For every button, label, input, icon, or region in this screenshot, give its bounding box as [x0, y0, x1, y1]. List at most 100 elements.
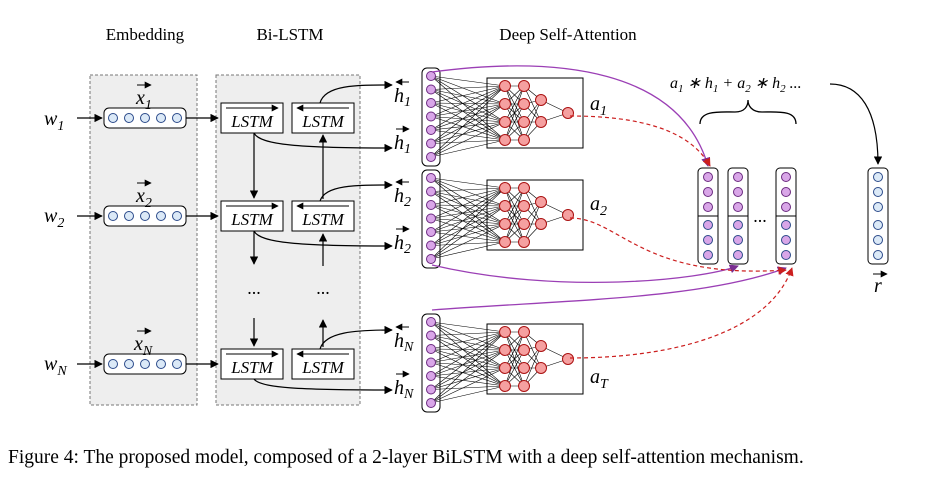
hidden-forward-1: h1	[394, 125, 411, 157]
input-w2: w2	[44, 205, 64, 231]
svg-text:LSTM: LSTM	[230, 112, 273, 131]
hidden-backward-2: h2	[394, 178, 411, 210]
attention-output-node	[562, 209, 574, 221]
attention-input-node	[426, 398, 436, 408]
vector-node	[733, 172, 743, 182]
attention-input-node	[426, 111, 436, 122]
svg-text:w1: w1	[44, 108, 64, 134]
vector-node	[873, 187, 883, 197]
attention-block-1	[421, 67, 584, 167]
vector-node	[703, 220, 713, 230]
attention-hidden-node	[518, 134, 530, 146]
weighted-ellipsis: ...	[753, 206, 767, 226]
attention-output-a2: a2	[590, 193, 607, 219]
vector-node	[873, 202, 883, 212]
embedding-node	[124, 113, 134, 123]
attention-hidden-node	[518, 116, 530, 128]
svg-text:a2: a2	[590, 193, 607, 219]
svg-text:h1: h1	[394, 132, 411, 157]
attention-hidden-node	[518, 200, 530, 212]
svg-text:LSTM: LSTM	[230, 210, 273, 229]
vector-node	[703, 187, 713, 197]
svg-text:LSTM: LSTM	[301, 112, 344, 131]
svg-text:x2: x2	[135, 185, 152, 211]
lstm-backward-1: LSTM	[291, 102, 355, 134]
svg-text:a1: a1	[590, 93, 607, 119]
vector-node	[703, 202, 713, 212]
attention-input-node	[426, 254, 436, 264]
attention-hidden-node	[499, 134, 511, 146]
attention-hidden-node	[518, 344, 530, 356]
embedding-node	[124, 359, 134, 369]
vector-node	[703, 235, 713, 245]
figure-caption: Figure 4: The proposed model, composed o…	[8, 447, 804, 468]
attention-input-node	[426, 384, 436, 395]
embedding-node	[140, 359, 150, 369]
vector-node	[733, 235, 743, 245]
embedding-node	[108, 359, 118, 369]
attention-hidden-node	[499, 326, 511, 338]
embedding-node	[140, 211, 150, 221]
vector-node	[733, 187, 743, 197]
attention-input-node	[426, 213, 436, 224]
attention-hidden-node	[499, 200, 511, 212]
vector-node	[703, 250, 713, 260]
header-embedding: Embedding	[106, 25, 185, 44]
weighted-vector-1	[697, 167, 719, 265]
attention-input-node	[426, 227, 436, 237]
embedding-node	[172, 113, 182, 123]
attention-input-node	[426, 317, 436, 327]
attention-hidden-node	[535, 196, 547, 208]
attention-hidden-node	[518, 236, 530, 248]
svg-text:wN: wN	[44, 353, 67, 379]
weighted-sum-expression: a1 ∗ h1 + a2 ∗ h2 ...	[670, 75, 802, 95]
hidden-forward-N: hN	[394, 370, 414, 402]
svg-text:hN: hN	[394, 330, 414, 355]
lstm-ellipsis-forward: ...	[247, 278, 261, 298]
lstm-forward-N: LSTM	[220, 348, 284, 380]
vector-node	[781, 172, 791, 182]
vector-node	[873, 250, 883, 260]
embedding-node	[140, 113, 150, 123]
embedding-node	[124, 211, 134, 221]
embedding-node	[156, 359, 166, 369]
attention-input-node	[426, 152, 436, 162]
svg-text:xN: xN	[133, 333, 153, 359]
svg-text:r: r	[874, 275, 882, 297]
embedding-panel	[89, 74, 198, 406]
embedding-node	[172, 359, 182, 369]
output-vector-r	[867, 167, 889, 265]
hidden-backward-1: h1	[394, 78, 411, 110]
svg-text:LSTM: LSTM	[301, 210, 344, 229]
svg-text:hN: hN	[394, 377, 414, 402]
attention-input-node	[426, 125, 436, 135]
embedding-label-x2: x2	[135, 179, 152, 211]
attention-input-node	[426, 138, 436, 149]
embedding-label-xN: xN	[133, 327, 153, 359]
vector-node	[873, 172, 883, 182]
attention-networks	[421, 67, 584, 413]
lstm-backward-2: LSTM	[291, 200, 355, 232]
input-wN: wN	[44, 353, 67, 379]
attention-hidden-node	[499, 236, 511, 248]
lstm-backward-N: LSTM	[291, 348, 355, 380]
vector-node	[781, 202, 791, 212]
vector-node	[781, 250, 791, 260]
header-bilstm: Bi-LSTM	[256, 25, 323, 44]
svg-text:LSTM: LSTM	[230, 358, 273, 377]
weighted-vector-T	[775, 167, 797, 265]
attention-hidden-node	[518, 218, 530, 230]
attention-input-node	[426, 173, 436, 183]
vector-node	[873, 235, 883, 245]
embedding-node	[172, 211, 182, 221]
attention-input-node	[426, 330, 436, 341]
attention-output-node	[562, 353, 574, 365]
attention-input-node	[426, 98, 436, 108]
attention-input-node	[426, 344, 436, 354]
lstm-forward-1: LSTM	[220, 102, 284, 134]
hidden-forward-2: h2	[394, 225, 411, 257]
svg-text:x1: x1	[135, 87, 152, 113]
attention-hidden-node	[518, 80, 530, 92]
attention-input-node	[426, 84, 436, 95]
embedding-vector-1	[103, 107, 187, 129]
